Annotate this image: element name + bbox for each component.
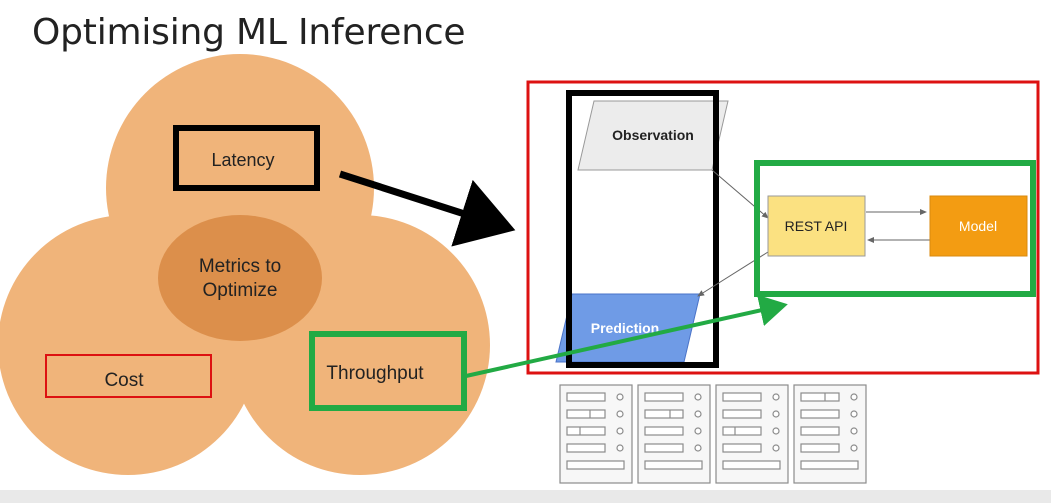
server-rack-icon: [559, 384, 633, 484]
latency-arrow: [338, 170, 516, 247]
venn-center-label-2: Optimize: [203, 280, 278, 301]
client-column-highlight: [566, 90, 719, 368]
throughput-highlight-box: [309, 331, 467, 411]
prediction-label: Prediction: [591, 320, 659, 336]
rest-api-box: [767, 195, 866, 257]
cost-highlight-box: [45, 354, 212, 398]
architecture-diagram: Observation Prediction REST API Model: [526, 80, 1040, 375]
slide-title: Optimising ML Inference: [32, 12, 466, 53]
throughput-arrow: [465, 294, 788, 378]
architecture-red-border: [526, 80, 1040, 375]
serving-system-highlight: [754, 160, 1036, 297]
server-rack-icon: [637, 384, 711, 484]
latency-highlight-box: [173, 125, 320, 191]
venn-center: [158, 215, 322, 341]
latency-label: Latency: [211, 150, 274, 170]
throughput-label: Throughput: [326, 363, 424, 384]
cost-label: Cost: [104, 370, 144, 391]
rest-api-label: REST API: [785, 218, 848, 234]
bottom-strip: [0, 490, 1051, 503]
server-rack-icon: [715, 384, 789, 484]
observation-label: Observation: [612, 127, 694, 143]
venn-center-label-1: Metrics to: [199, 256, 281, 277]
server-racks: [559, 384, 867, 484]
model-box: [929, 195, 1028, 257]
server-rack-icon: [793, 384, 867, 484]
venn-diagram: Metrics to Optimize Latency Cost Through…: [0, 54, 490, 475]
model-label: Model: [959, 218, 997, 234]
